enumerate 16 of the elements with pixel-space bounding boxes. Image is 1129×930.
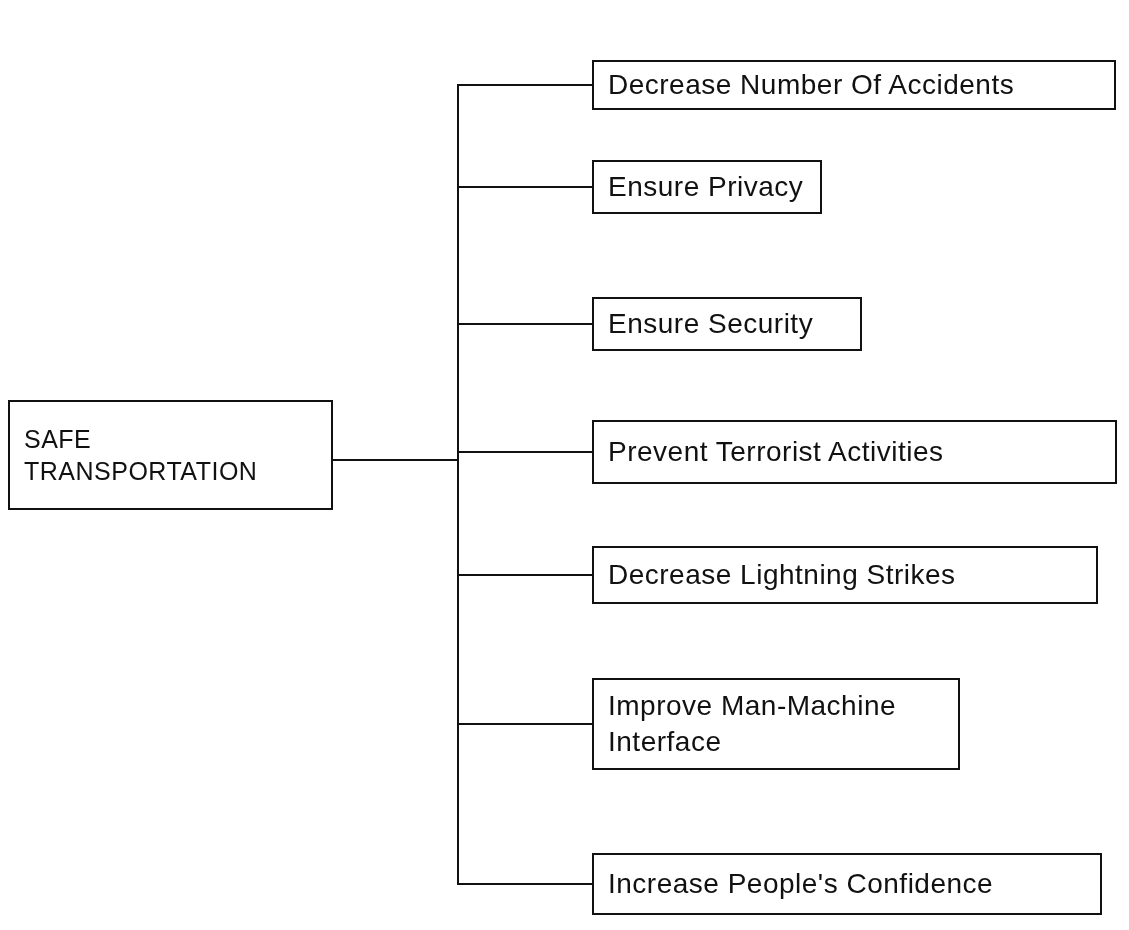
box-label: Ensure Privacy [608, 169, 804, 204]
box-label: Increase People's Confidence [608, 866, 994, 901]
box-label: Ensure Security [608, 306, 814, 341]
root-box [8, 400, 333, 510]
box-label: Decrease Number Of Accidents [608, 67, 1015, 102]
goal-box [592, 546, 1098, 604]
goal-box [592, 853, 1102, 915]
goal-box [592, 60, 1116, 110]
box-label: Decrease Lightning Strikes [608, 557, 956, 592]
goal-box [592, 160, 822, 214]
box-label: Improve Man-Machine Interface [608, 688, 898, 759]
box-label: Prevent Terrorist Activities [608, 434, 944, 469]
goal-box [592, 420, 1117, 484]
goal-box [592, 297, 862, 351]
box-label: SAFE TRANSPORTATION [24, 423, 259, 487]
goal-box [592, 678, 960, 770]
